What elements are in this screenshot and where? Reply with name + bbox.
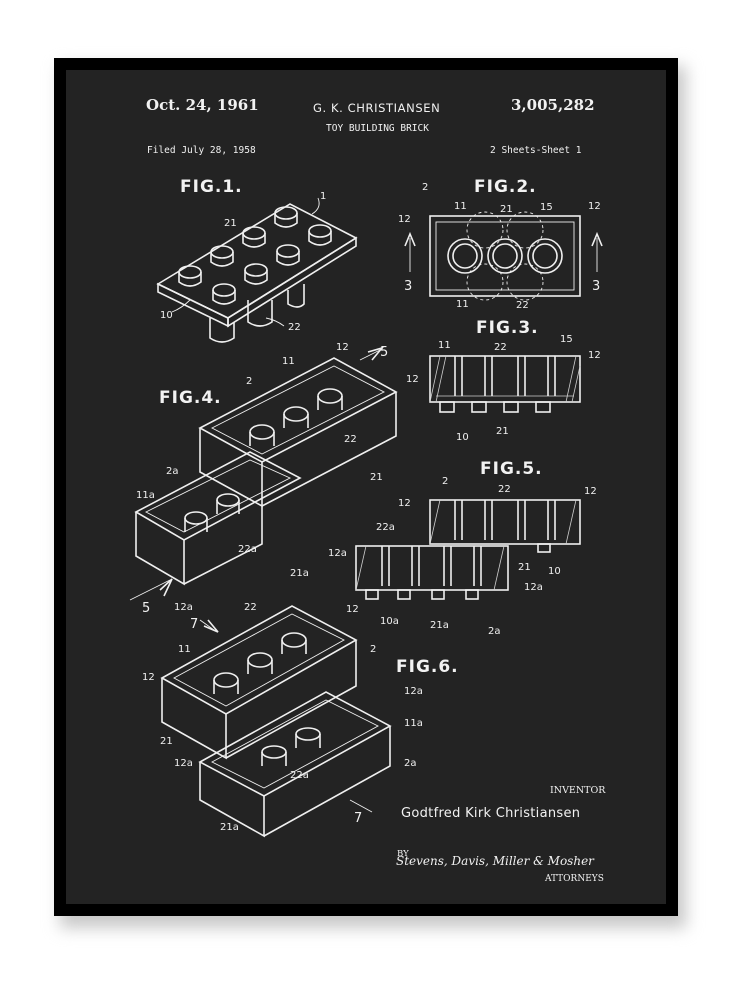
svg-text:11: 11 bbox=[456, 299, 469, 310]
svg-text:12: 12 bbox=[406, 374, 419, 385]
svg-text:2: 2 bbox=[422, 182, 428, 193]
svg-text:12: 12 bbox=[584, 486, 597, 497]
svg-text:21: 21 bbox=[518, 562, 531, 573]
svg-text:12: 12 bbox=[346, 604, 359, 615]
svg-text:12a: 12a bbox=[404, 686, 423, 697]
fig2-label: FIG.2. bbox=[474, 177, 537, 197]
svg-text:12a: 12a bbox=[174, 602, 193, 613]
svg-text:21: 21 bbox=[370, 472, 383, 483]
svg-text:12a: 12a bbox=[328, 548, 347, 559]
fig1-label: FIG.1. bbox=[180, 177, 243, 197]
fig2-top-view-drawing: 3 3 2 12 12 11 21 15 11 22 bbox=[398, 182, 603, 311]
svg-text:2a: 2a bbox=[488, 626, 501, 637]
svg-text:2: 2 bbox=[442, 476, 448, 487]
svg-text:22a: 22a bbox=[376, 522, 395, 533]
svg-text:21a: 21a bbox=[220, 822, 239, 833]
patent-inventor-header: G. K. CHRISTIANSEN bbox=[313, 101, 441, 115]
svg-text:2a: 2a bbox=[404, 758, 417, 769]
svg-text:12: 12 bbox=[398, 498, 411, 509]
svg-text:1: 1 bbox=[320, 191, 326, 202]
svg-text:10: 10 bbox=[548, 566, 561, 577]
svg-text:22: 22 bbox=[288, 322, 301, 333]
inventor-name: Godtfred Kirk Christiansen bbox=[401, 806, 581, 821]
svg-text:22: 22 bbox=[494, 342, 507, 353]
fig5-label: FIG.5. bbox=[480, 459, 543, 479]
fig1-brick-drawing: 1 21 10 22 bbox=[156, 191, 358, 343]
svg-text:15: 15 bbox=[540, 202, 553, 213]
svg-text:3: 3 bbox=[592, 279, 600, 294]
svg-text:21: 21 bbox=[496, 426, 509, 437]
svg-text:12: 12 bbox=[588, 201, 601, 212]
svg-text:22a: 22a bbox=[290, 770, 309, 781]
svg-text:21: 21 bbox=[500, 204, 513, 215]
svg-text:12: 12 bbox=[336, 342, 349, 353]
svg-text:5: 5 bbox=[142, 601, 150, 616]
svg-text:3: 3 bbox=[404, 279, 412, 294]
svg-text:22: 22 bbox=[516, 300, 529, 311]
svg-text:10: 10 bbox=[456, 432, 469, 443]
svg-text:21: 21 bbox=[160, 736, 173, 747]
svg-text:11: 11 bbox=[178, 644, 191, 655]
blueprint-sheet bbox=[66, 70, 666, 904]
patent-title: TOY BUILDING BRICK bbox=[326, 123, 429, 134]
svg-text:2: 2 bbox=[370, 644, 376, 655]
svg-text:21a: 21a bbox=[290, 568, 309, 579]
svg-text:21: 21 bbox=[224, 218, 237, 229]
svg-text:12: 12 bbox=[588, 350, 601, 361]
fig4-stacked-bricks-drawing: 5 5 2 11 12 22 21 2a 11a 22a 21a 12a bbox=[129, 342, 398, 616]
svg-text:10a: 10a bbox=[380, 616, 399, 627]
svg-text:10: 10 bbox=[160, 310, 173, 321]
svg-text:11: 11 bbox=[454, 201, 467, 212]
sheet-count: 2 Sheets-Sheet 1 bbox=[490, 145, 582, 156]
svg-text:5: 5 bbox=[380, 345, 388, 360]
attorneys-label: ATTORNEYS bbox=[545, 874, 604, 884]
fig3-section-drawing: 11 22 15 12 12 10 21 bbox=[406, 334, 601, 443]
svg-text:11a: 11a bbox=[404, 718, 423, 729]
svg-text:12a: 12a bbox=[174, 758, 193, 769]
svg-text:22: 22 bbox=[344, 434, 357, 445]
svg-text:12: 12 bbox=[398, 214, 411, 225]
svg-text:22: 22 bbox=[498, 484, 511, 495]
svg-text:21a: 21a bbox=[430, 620, 449, 631]
svg-text:22a: 22a bbox=[238, 544, 257, 555]
svg-text:11a: 11a bbox=[136, 490, 155, 501]
fig3-label: FIG.3. bbox=[476, 318, 539, 338]
svg-text:11: 11 bbox=[282, 356, 295, 367]
svg-text:12: 12 bbox=[142, 672, 155, 683]
patent-date: Oct. 24, 1961 bbox=[146, 96, 259, 114]
svg-text:11: 11 bbox=[438, 340, 451, 351]
attorney-signature: Stevens, Davis, Miller & Mosher bbox=[396, 854, 594, 868]
svg-text:7: 7 bbox=[354, 811, 362, 826]
svg-text:15: 15 bbox=[560, 334, 573, 345]
by-label: BY bbox=[397, 849, 409, 859]
svg-text:22: 22 bbox=[244, 602, 257, 613]
svg-text:12a: 12a bbox=[524, 582, 543, 593]
svg-text:2: 2 bbox=[246, 376, 252, 387]
svg-text:7: 7 bbox=[190, 617, 198, 632]
patent-number: 3,005,282 bbox=[511, 96, 595, 114]
filed-date: Filed July 28, 1958 bbox=[147, 145, 256, 156]
inventor-label: INVENTOR bbox=[550, 785, 606, 796]
fig6-stacked-bricks-drawing: 7 7 22 12 11 2 12 12a 11a 21 12a 22a 2a 21a bbox=[142, 602, 423, 838]
fig4-label: FIG.4. bbox=[159, 388, 222, 408]
svg-text:2a: 2a bbox=[166, 466, 179, 477]
fig6-label: FIG.6. bbox=[396, 657, 459, 677]
